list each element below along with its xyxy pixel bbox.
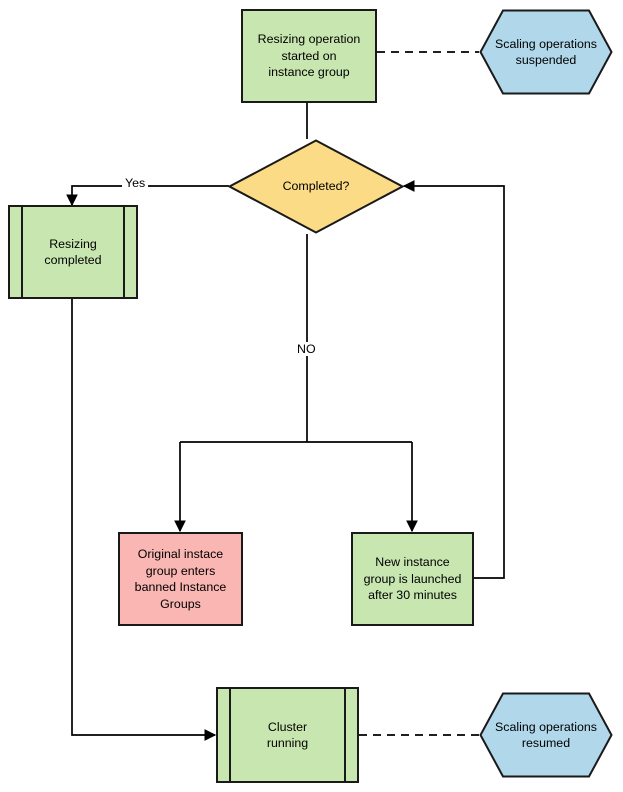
edge-label-yes: Yes [122, 176, 149, 190]
node-original-banned-label: Original instace group enters banned Ins… [134, 547, 227, 611]
node-cluster-running-label: Cluster running [266, 719, 309, 751]
edge-new-group-feedback [402, 180, 505, 579]
edge-resizing-to-cluster [71, 299, 217, 741]
node-original-banned[interactable]: Original instace group enters banned Ins… [118, 532, 243, 626]
diamond-shape [228, 139, 404, 234]
predefined-process-rule-right [344, 689, 346, 781]
node-scaling-suspended-label: Scaling operations suspended [495, 36, 597, 68]
predefined-process-rule-left [21, 207, 23, 297]
node-cluster-running[interactable]: Cluster running [216, 687, 359, 783]
node-resizing-started-label: Resizing operation started on instance g… [257, 32, 361, 80]
predefined-process-rule-left [229, 689, 231, 781]
node-scaling-resumed[interactable]: Scaling operations resumed [479, 692, 613, 778]
node-resizing-started[interactable]: Resizing operation started on instance g… [241, 9, 377, 103]
node-completed-decision-label: Completed? [282, 179, 350, 194]
edge-decision-yes [66, 185, 229, 207]
node-resizing-completed-label: Resizing completed [44, 236, 102, 268]
hexagon-shape [479, 9, 613, 95]
node-completed-decision[interactable]: Completed? [228, 139, 404, 234]
node-new-group-launched-label: New instance group is launched after 30 … [363, 555, 462, 603]
predefined-process-rule-right [123, 207, 125, 297]
node-resizing-completed[interactable]: Resizing completed [8, 205, 138, 299]
node-scaling-suspended[interactable]: Scaling operations suspended [479, 9, 613, 95]
node-new-group-launched[interactable]: New instance group is launched after 30 … [351, 532, 474, 626]
hexagon-shape [479, 692, 613, 778]
node-scaling-resumed-label: Scaling operations resumed [495, 719, 597, 751]
edge-label-no: NO [294, 342, 319, 356]
